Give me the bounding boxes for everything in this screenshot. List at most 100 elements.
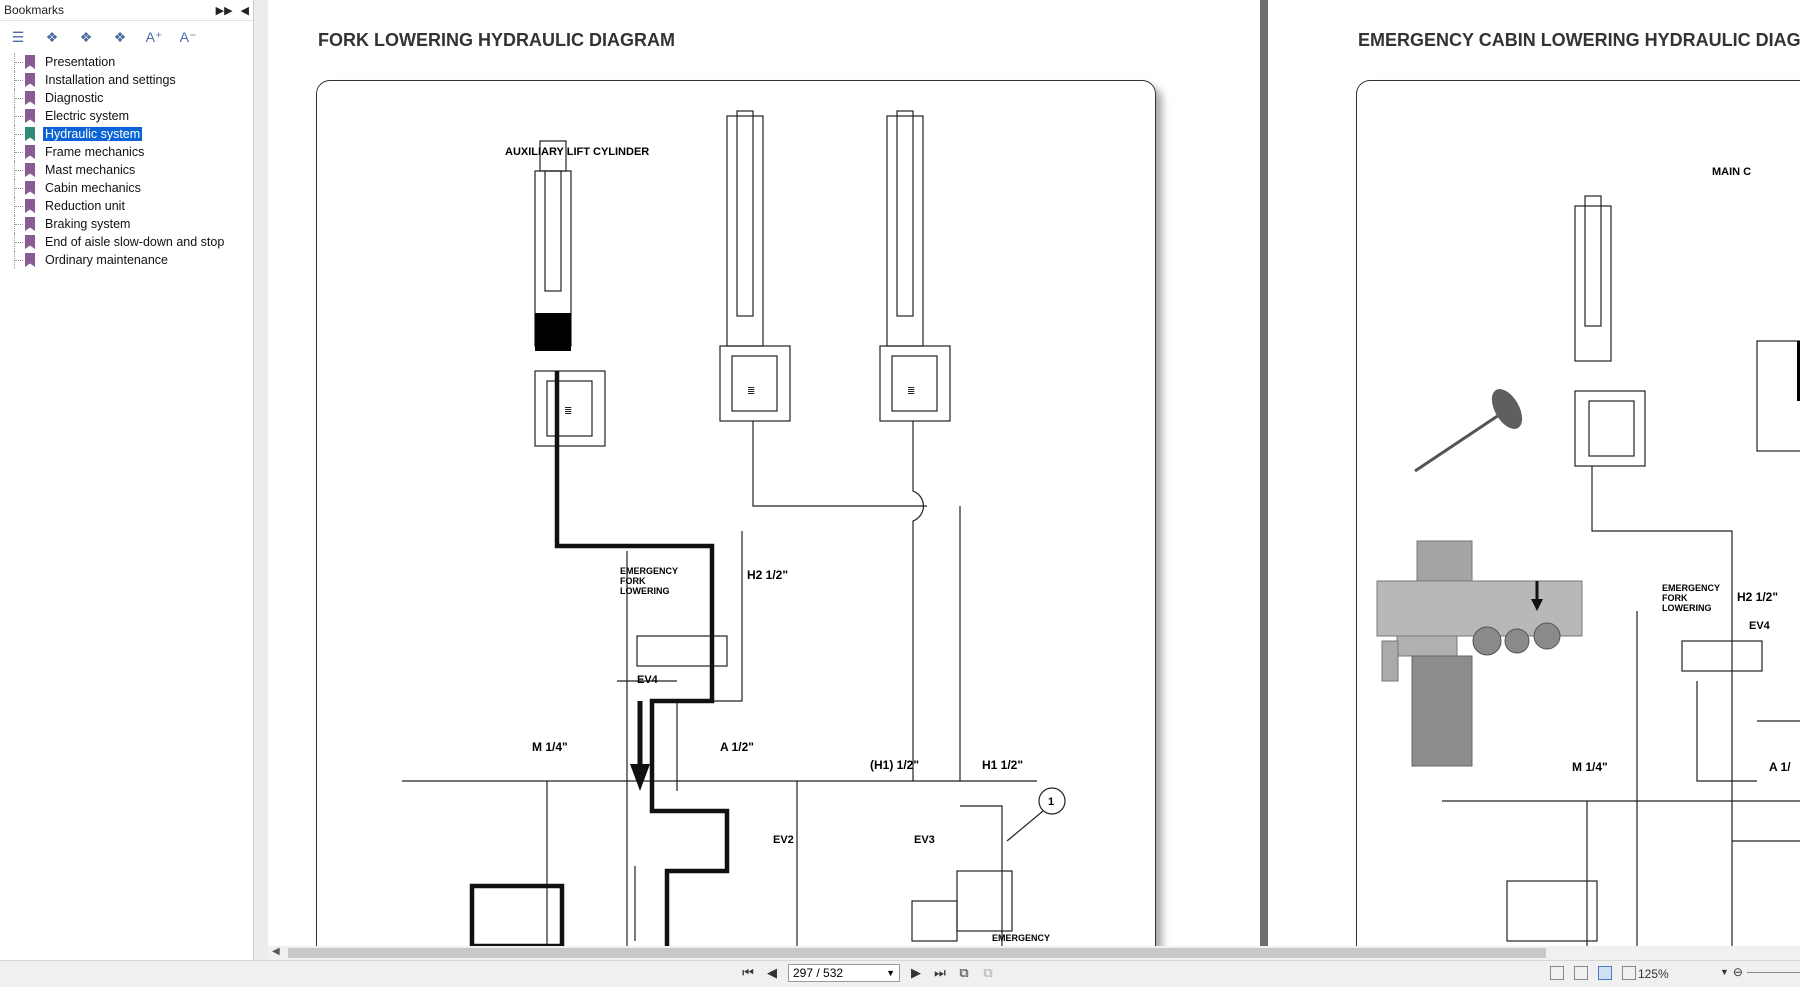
tree-line bbox=[14, 179, 25, 197]
bookmark-label: Presentation bbox=[45, 55, 116, 69]
bookmark-diagnostic[interactable]: Diagnostic bbox=[14, 89, 253, 107]
first-page-icon[interactable]: ⏮ bbox=[742, 965, 754, 980]
previous-view-icon[interactable]: ⧉ bbox=[959, 965, 969, 980]
label-emergency: EMERGENCY bbox=[620, 566, 678, 576]
page-title: FORK LOWERING HYDRAULIC DIAGRAM bbox=[318, 30, 675, 50]
label-m14: M 1/4" bbox=[532, 740, 568, 754]
bookmark-icon bbox=[25, 181, 35, 195]
label-h2: H2 1/2" bbox=[747, 568, 788, 582]
zoom-out-icon[interactable]: ⊖ bbox=[1732, 965, 1743, 979]
zoom-slider[interactable]: ▼ ⊖ bbox=[1720, 965, 1800, 979]
label-lowering: LOWERING bbox=[620, 586, 670, 596]
bookmark-presentation[interactable]: Presentation bbox=[14, 53, 253, 71]
status-bar: ⏮ ◀ 297 / 532 ▼ ▶ ⏭ ⧉ ⧉ 125% ▼ ⊖ bbox=[0, 960, 1800, 987]
page-title: EMERGENCY CABIN LOWERING HYDRAULIC DIAG bbox=[1358, 30, 1800, 50]
label-ev3: EV3 bbox=[914, 834, 935, 846]
label-ev2: EV2 bbox=[773, 834, 794, 846]
tree-line bbox=[14, 197, 25, 215]
bookmark-label: Hydraulic system bbox=[41, 126, 144, 142]
diagram-frame: MAIN C EMERGENCY FORK LOWERING H2 1/2" E… bbox=[1356, 80, 1800, 946]
horizontal-scrollbar[interactable]: ◀ bbox=[268, 946, 1800, 960]
bookmark-label: Mast mechanics bbox=[45, 163, 136, 177]
bookmark-label: Electric system bbox=[45, 109, 130, 123]
label-main: MAIN C bbox=[1712, 166, 1751, 178]
bookmarks-panel: Bookmarks ▶▶ ◀ ☰ ❖ ❖ ❖ A⁺ A⁻ Presentatio… bbox=[0, 0, 254, 960]
document-page-298: EMERGENCY CABIN LOWERING HYDRAULIC DIAG bbox=[1268, 0, 1800, 946]
bookmark-electric[interactable]: Electric system bbox=[14, 107, 253, 125]
label-emergency-bottom: EMERGENCY bbox=[992, 933, 1050, 943]
chevron-down-icon[interactable]: ▼ bbox=[886, 968, 895, 978]
bookmark-icon bbox=[25, 73, 35, 87]
expand-panel-icon[interactable]: ▶▶ bbox=[215, 4, 233, 17]
tree-line bbox=[14, 251, 25, 269]
bookmark-label: Braking system bbox=[45, 217, 131, 231]
zoom-track[interactable] bbox=[1746, 971, 1800, 973]
zoom-level[interactable]: 125% bbox=[1638, 967, 1669, 981]
add-bookmark-icon[interactable]: ❖ bbox=[45, 28, 59, 45]
last-page-icon[interactable]: ⏭ bbox=[934, 965, 946, 980]
spring-symbol-icon: ≣ bbox=[907, 386, 915, 397]
scroll-left-icon[interactable]: ◀ bbox=[272, 946, 280, 957]
single-page-icon[interactable] bbox=[1550, 966, 1564, 980]
label-lowering: LOWERING bbox=[1662, 603, 1712, 613]
find-bookmark-icon[interactable]: ❖ bbox=[113, 28, 127, 45]
increase-text-size-icon[interactable]: A⁺ bbox=[145, 28, 163, 45]
bookmark-maintenance[interactable]: Ordinary maintenance bbox=[14, 251, 253, 269]
bookmark-icon bbox=[25, 91, 35, 105]
bookmark-icon bbox=[25, 217, 35, 231]
page-indicator: 297 / 532 bbox=[793, 966, 844, 980]
bookmark-icon bbox=[25, 253, 35, 267]
decrease-text-size-icon[interactable]: A⁻ bbox=[179, 28, 197, 45]
next-page-icon[interactable]: ▶ bbox=[911, 965, 921, 980]
bookmark-end-of-aisle[interactable]: End of aisle slow-down and stop bbox=[14, 233, 253, 251]
tree-line bbox=[14, 125, 25, 143]
label-emergency: EMERGENCY bbox=[1662, 583, 1720, 593]
tree-line bbox=[14, 161, 25, 179]
tree-line bbox=[14, 107, 25, 125]
valve-block-image bbox=[1376, 389, 1583, 767]
label-h1-paren: (H1) 1/2" bbox=[870, 758, 919, 772]
continuous-page-icon[interactable] bbox=[1574, 966, 1588, 980]
document-viewer[interactable]: FORK LOWERING HYDRAULIC DIAGRAM bbox=[268, 0, 1800, 946]
spring-symbol-icon: ≣ bbox=[564, 406, 572, 417]
panel-splitter[interactable] bbox=[254, 0, 268, 960]
collapse-panel-icon[interactable]: ◀ bbox=[240, 4, 249, 17]
bookmark-cabin[interactable]: Cabin mechanics bbox=[14, 179, 253, 197]
label-h1: H1 1/2" bbox=[982, 758, 1023, 772]
bookmark-label: Reduction unit bbox=[45, 199, 125, 213]
tree-line bbox=[14, 215, 25, 233]
bookmark-icon bbox=[25, 163, 35, 177]
bookmark-label: Frame mechanics bbox=[45, 145, 145, 159]
bookmarks-title: Bookmarks bbox=[4, 3, 65, 17]
bookmark-icon bbox=[25, 55, 35, 69]
next-view-icon[interactable]: ⧉ bbox=[983, 965, 993, 980]
scrollbar-thumb[interactable] bbox=[288, 948, 1546, 958]
bookmark-icon bbox=[25, 127, 35, 141]
bookmark-mast[interactable]: Mast mechanics bbox=[14, 161, 253, 179]
facing-pages-icon[interactable] bbox=[1598, 966, 1612, 980]
bookmarks-header: Bookmarks ▶▶ ◀ bbox=[0, 0, 253, 21]
bookmark-braking[interactable]: Braking system bbox=[14, 215, 253, 233]
previous-page-icon[interactable]: ◀ bbox=[767, 965, 777, 980]
bookmark-options-icon[interactable]: ☰ bbox=[11, 28, 25, 45]
bookmark-installation[interactable]: Installation and settings bbox=[14, 71, 253, 89]
spring-symbol-icon: ≣ bbox=[747, 386, 755, 397]
delete-bookmark-icon[interactable]: ❖ bbox=[79, 28, 93, 45]
bookmark-icon bbox=[25, 199, 35, 213]
label-ev4: EV4 bbox=[637, 674, 659, 686]
tree-line bbox=[14, 143, 25, 161]
tree-line bbox=[14, 89, 25, 107]
bookmark-reduction[interactable]: Reduction unit bbox=[14, 197, 253, 215]
tree-line bbox=[14, 71, 25, 89]
page-number-input[interactable]: 297 / 532 ▼ bbox=[788, 964, 900, 982]
continuous-facing-icon[interactable] bbox=[1622, 966, 1636, 980]
tree-line bbox=[14, 233, 25, 251]
label-fork: FORK bbox=[620, 576, 646, 586]
bookmarks-toolbar: ☰ ❖ ❖ ❖ A⁺ A⁻ bbox=[0, 21, 253, 53]
bookmark-hydraulic[interactable]: Hydraulic system bbox=[14, 125, 253, 143]
bookmark-icon bbox=[25, 145, 35, 159]
bookmark-frame[interactable]: Frame mechanics bbox=[14, 143, 253, 161]
bookmark-label: End of aisle slow-down and stop bbox=[45, 235, 225, 249]
label-callout-1: 1 bbox=[1048, 796, 1054, 808]
chevron-down-icon[interactable]: ▼ bbox=[1720, 967, 1729, 977]
